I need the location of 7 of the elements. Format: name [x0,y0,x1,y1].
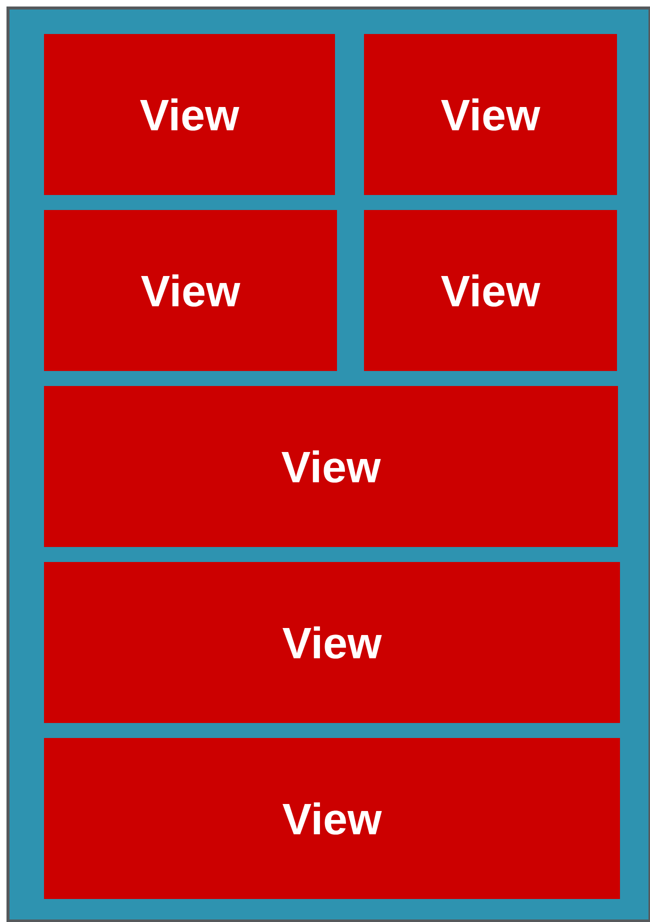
view-box: View [44,210,337,371]
view-box: View [44,34,335,195]
view-box: View [364,210,617,371]
view-box: View [364,34,617,195]
view-box: View [44,738,620,899]
view-box: View [44,386,618,547]
view-box: View [44,562,620,723]
